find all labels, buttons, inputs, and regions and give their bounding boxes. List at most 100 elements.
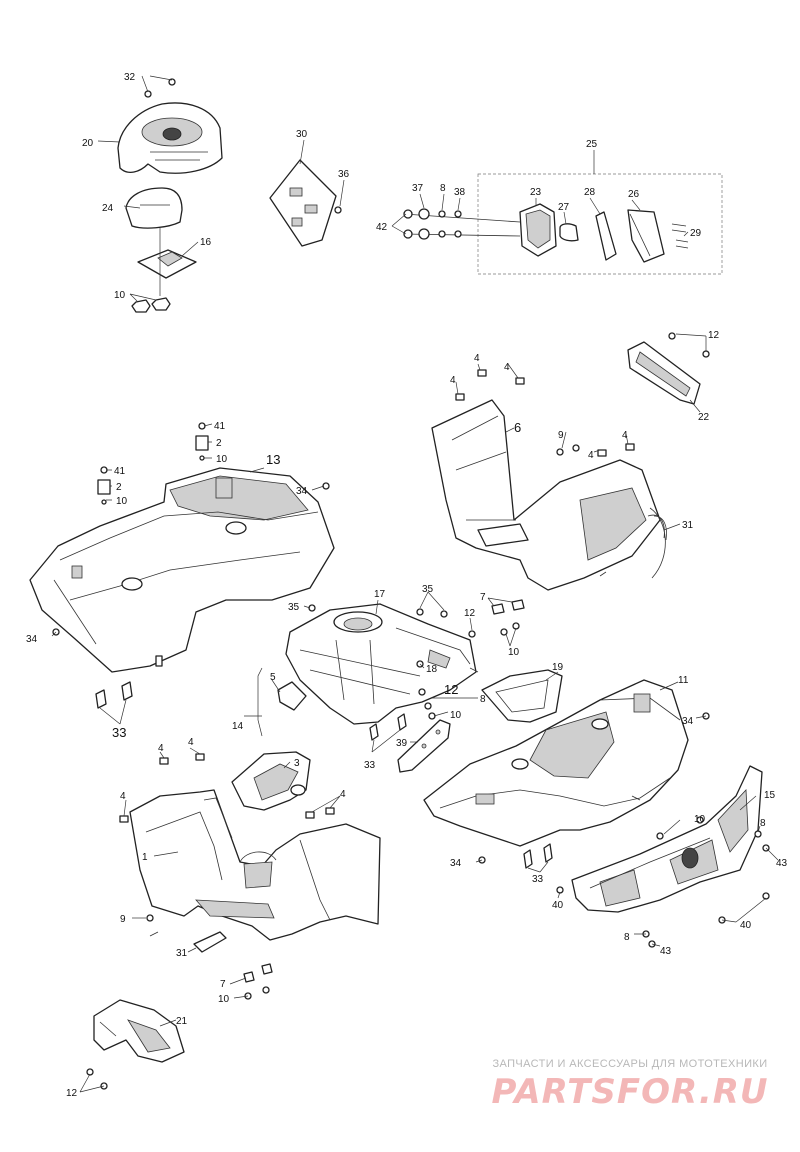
part-24-bracket: [125, 187, 183, 229]
callout-4: 4: [158, 743, 164, 754]
part-14-group: [257, 667, 263, 737]
part-11-front-fender: [423, 679, 689, 847]
callout-labels: 32 20 24 16 10 30 36 25 37 8 38 23 28 26…: [26, 72, 788, 1099]
callout-21: 21: [176, 1016, 188, 1027]
callout-8: 8: [624, 932, 630, 943]
callout-42: 42: [376, 222, 388, 233]
part-9-screw: [146, 914, 154, 922]
callout-4: 4: [450, 375, 456, 386]
callout-5: 5: [270, 672, 276, 683]
callout-34: 34: [296, 486, 308, 497]
callout-13: 13: [266, 452, 280, 467]
callout-23: 23: [530, 187, 542, 198]
callout-35: 35: [422, 584, 434, 595]
callout-15: 15: [764, 790, 776, 801]
leader-lines: [51, 75, 779, 1093]
part-13-rear-fender: [29, 467, 335, 673]
callout-4: 4: [120, 791, 126, 802]
part-10-nuts-top: [131, 297, 171, 313]
callout-10: 10: [116, 496, 128, 507]
part-25-taillight-group: [403, 173, 723, 275]
callout-40: 40: [740, 920, 752, 931]
callout-12: 12: [708, 330, 720, 341]
callout-12: 12: [444, 682, 458, 697]
part-16-mount-plate: [137, 249, 197, 279]
callout-17: 17: [374, 589, 386, 600]
callout-31: 31: [682, 520, 694, 531]
callout-9: 9: [120, 914, 126, 925]
callout-10: 10: [450, 710, 462, 721]
callout-35: 35: [288, 602, 300, 613]
callout-28: 28: [584, 187, 596, 198]
callout-31: 31: [176, 948, 188, 959]
callout-30: 30: [296, 129, 308, 140]
callout-33: 33: [532, 874, 544, 885]
callout-39: 39: [396, 738, 408, 749]
part-20-handlebar-cover: [117, 102, 223, 174]
callout-12: 12: [464, 608, 476, 619]
callout-34: 34: [450, 858, 462, 869]
callout-34: 34: [26, 634, 38, 645]
part-6-rear-fender-right: [431, 399, 666, 591]
part-33-clips-bottom: [523, 843, 553, 869]
part-33-clips-left: [95, 681, 133, 709]
callout-10: 10: [114, 290, 126, 301]
part-33-clips-center: [369, 713, 407, 741]
part-21-deflector: [86, 999, 185, 1090]
callout-8: 8: [480, 694, 486, 705]
callout-32: 32: [124, 72, 136, 83]
part-8-10-washers-center: [418, 688, 436, 720]
callout-10: 10: [216, 454, 228, 465]
callout-4: 4: [474, 353, 480, 364]
callout-10: 10: [218, 994, 230, 1005]
part-15-front-grille: [571, 765, 763, 913]
callout-43: 43: [776, 858, 788, 869]
callout-24: 24: [102, 203, 114, 214]
part-17-tank-cover: [285, 603, 477, 725]
callout-7: 7: [220, 979, 226, 990]
callout-19: 19: [552, 662, 564, 673]
callout-25: 25: [586, 139, 598, 150]
part-30-plate: [269, 159, 342, 247]
part-7-clips-right: [491, 599, 525, 636]
callout-22: 22: [698, 412, 710, 423]
part-32-screws: [144, 78, 176, 98]
part-31-hose-bottom: [193, 931, 227, 953]
part-22-bracket: [627, 332, 710, 405]
callout-33: 33: [364, 760, 376, 771]
part-1-front-fender: [129, 789, 381, 941]
part-41-2-10-stack-lower: [97, 466, 111, 505]
callout-2: 2: [116, 482, 122, 493]
part-39-bracket: [397, 719, 451, 773]
callout-41: 41: [114, 466, 126, 477]
part-19-lens: [481, 669, 563, 723]
callout-26: 26: [628, 189, 640, 200]
callout-10: 10: [694, 814, 706, 825]
callout-8: 8: [760, 818, 766, 829]
callout-20: 20: [82, 138, 94, 149]
callout-4: 4: [504, 362, 510, 373]
callout-12: 12: [66, 1088, 78, 1099]
callout-6: 6: [514, 420, 521, 435]
callout-41: 41: [214, 421, 226, 432]
watermark-logo: PARTSFOR.RU: [491, 1072, 769, 1112]
callout-9: 9: [558, 430, 564, 441]
part-41-2-10-stack-upper: [195, 422, 209, 461]
callout-8: 8: [440, 183, 446, 194]
callout-33: 33: [112, 725, 126, 740]
part-3-air-duct: [231, 751, 311, 811]
callout-40: 40: [552, 900, 564, 911]
callout-14: 14: [232, 721, 244, 732]
callout-7: 7: [480, 592, 486, 603]
callout-4: 4: [340, 789, 346, 800]
callout-16: 16: [200, 237, 212, 248]
callout-10: 10: [508, 647, 520, 658]
callout-29: 29: [690, 228, 702, 239]
callout-38: 38: [454, 187, 466, 198]
callout-3: 3: [294, 758, 300, 769]
part-4-clips-top: [455, 369, 635, 457]
part-5-filter: [277, 681, 307, 711]
callout-34: 34: [682, 716, 694, 727]
callout-2: 2: [216, 438, 222, 449]
callout-27: 27: [558, 202, 570, 213]
